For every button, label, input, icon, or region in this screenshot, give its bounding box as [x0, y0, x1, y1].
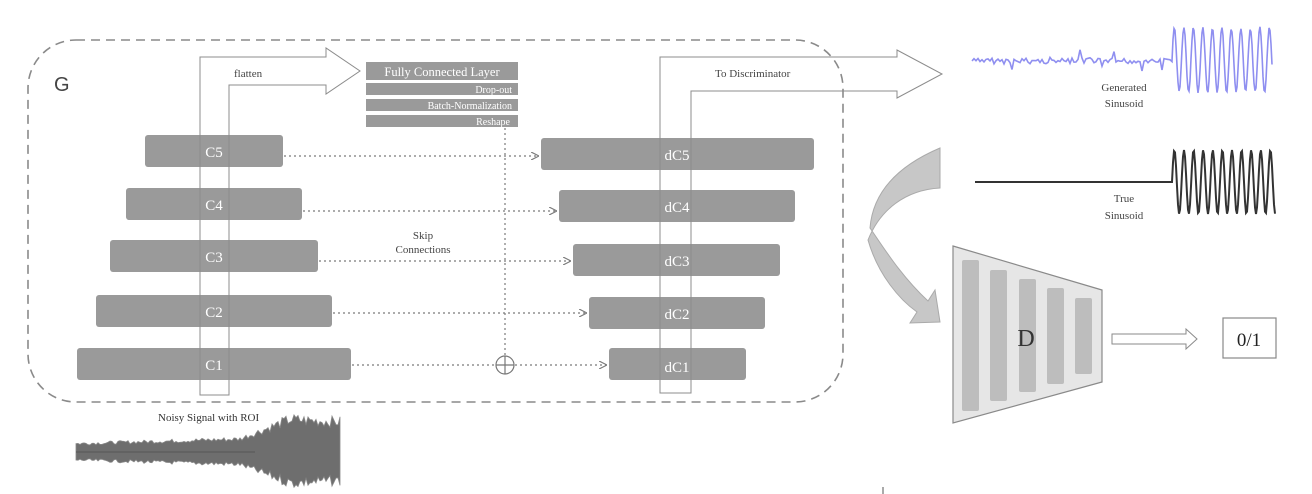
- noisy-signal-envelope: [75, 414, 341, 489]
- label-c3: C3: [205, 250, 223, 266]
- true-label-line1: True: [1114, 193, 1134, 205]
- encoder-block-c1: [77, 348, 351, 380]
- noisy-signal-plot: Noisy Signal with ROI: [74, 405, 342, 489]
- decoder-block-dc4: [559, 190, 795, 222]
- disc-bar-4: [1047, 288, 1064, 384]
- decoder-block-dc3: [573, 244, 780, 276]
- label-c4: C4: [205, 198, 223, 214]
- disc-bar-5: [1075, 298, 1092, 374]
- true-label-line2: Sinusoid: [1105, 210, 1144, 222]
- dropout-label: Drop-out: [475, 85, 512, 96]
- batchnorm-box: [366, 99, 518, 111]
- batchnorm-label: Batch-Normalization: [428, 101, 512, 112]
- label-dc1: dC1: [664, 360, 689, 376]
- disc-bar-1: [962, 260, 979, 411]
- to-discriminator-arrow: [659, 49, 944, 394]
- encoder-blocks: [77, 135, 351, 380]
- reshape-box: [366, 115, 518, 127]
- reshape-label: Reshape: [476, 117, 510, 128]
- label-c1: C1: [205, 358, 223, 374]
- generated-label-line1: Generated: [1101, 82, 1147, 94]
- flatten-arrow: [199, 47, 361, 396]
- decoder-block-dc5: [541, 138, 814, 170]
- sum-node: [495, 355, 515, 375]
- generated-label-line2: Sinusoid: [1105, 98, 1144, 110]
- dropout-box: [366, 83, 518, 95]
- decoder-blocks: [541, 138, 814, 380]
- noisy-signal-label: Noisy Signal with ROI: [158, 412, 259, 424]
- skip-connections: [284, 128, 606, 365]
- output-label: 0/1: [1237, 330, 1261, 351]
- encoder-block-c4: [126, 188, 302, 220]
- encoder-labels: C5 C4 C3 C2 C1: [205, 145, 223, 374]
- decoder-labels: dC5 dC4 dC3 dC2 dC1: [664, 148, 690, 376]
- label-dc4: dC4: [664, 200, 690, 216]
- disc-bar-3: [1019, 279, 1036, 392]
- label-dc3: dC3: [664, 254, 689, 270]
- disc-bar-2: [990, 270, 1007, 401]
- curved-arrow-to-discriminator: [867, 147, 941, 324]
- encoder-block-c3: [110, 240, 318, 272]
- skip-label-line2: Connections: [396, 244, 451, 256]
- generator-label: G: [54, 74, 70, 96]
- label-dc2: dC2: [664, 307, 689, 323]
- discriminator: D: [952, 245, 1103, 424]
- flatten-label: flatten: [234, 68, 263, 80]
- output-arrow: [1111, 327, 1198, 351]
- skip-label-line1: Skip: [413, 230, 434, 242]
- generator-boundary: [27, 39, 844, 403]
- encoder-block-c5: [145, 135, 283, 167]
- fc-layer-box: [366, 62, 518, 80]
- label-c2: C2: [205, 305, 223, 321]
- fc-stack: Fully Connected Layer Drop-out Batch-Nor…: [366, 62, 518, 128]
- to-discriminator-label: To Discriminator: [715, 68, 791, 80]
- label-c5: C5: [205, 145, 223, 161]
- output-box: [1222, 317, 1277, 359]
- encoder-block-c2: [96, 295, 332, 327]
- label-dc5: dC5: [664, 148, 689, 164]
- decoder-block-dc2: [589, 297, 765, 329]
- fc-layer-label: Fully Connected Layer: [384, 65, 500, 79]
- generated-sinusoid-wave: [971, 25, 1273, 95]
- discriminator-label: D: [1017, 326, 1034, 352]
- true-sinusoid-wave: [975, 148, 1276, 216]
- decoder-block-dc1: [609, 348, 746, 380]
